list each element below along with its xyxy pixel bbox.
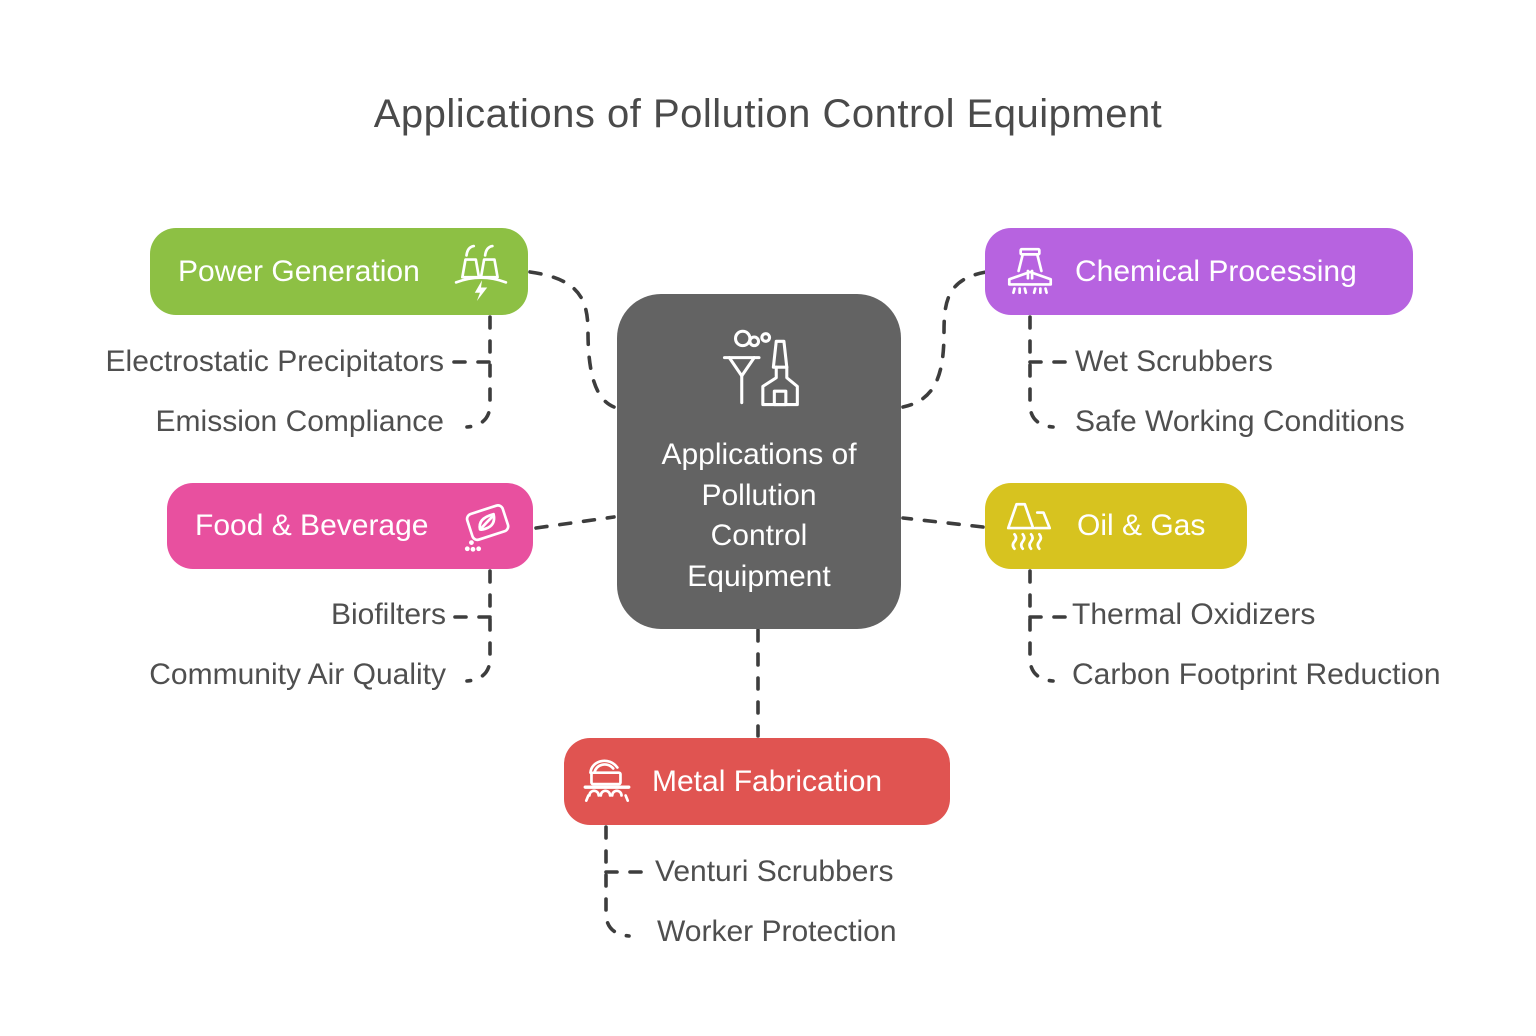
link-chem-children [1028,315,1055,429]
link-chem-center [901,270,988,409]
branch-food-beverage-label: Food & Beverage [195,509,429,542]
factory-funnel-icon [712,326,806,423]
branch-metal-fabrication[interactable]: Metal Fabrication [564,738,950,825]
branch-oil-gas[interactable]: Oil & Gas [985,483,1247,569]
power-plant-icon [452,243,510,301]
link-food-center [534,515,616,530]
link-power-center [528,270,616,409]
link-power-children [465,315,492,429]
rolling-mill-icon [578,753,636,811]
center-node-label: Applications of Pollution Control Equipm… [661,438,857,593]
subitem-biofilters: Biofilters [330,598,446,631]
link-oil-center [901,516,985,529]
page-title: Applications of Pollution Control Equipm… [373,92,1163,136]
subitem-electrostatic-precipitators: Electrostatic Precipitators [105,345,444,378]
center-node[interactable]: Applications of Pollution Control Equipm… [617,294,901,629]
subitem-wet-scrubbers: Wet Scrubbers [1075,345,1273,378]
subitem-safe-working-conditions: Safe Working Conditions [1075,405,1405,438]
seed-packet-icon [459,497,517,555]
link-metal-children [604,825,631,938]
subitem-carbon-footprint-reduction: Carbon Footprint Reduction [1072,658,1441,691]
cooling-towers-icon [1001,497,1059,555]
branch-chemical-processing-label: Chemical Processing [1075,254,1357,288]
subitem-community-air-quality: Community Air Quality [149,658,446,691]
link-food-children [465,569,492,683]
subitem-worker-protection: Worker Protection [657,915,897,948]
link-oil-children [1028,569,1055,683]
subitem-thermal-oxidizers: Thermal Oxidizers [1072,598,1316,631]
scrubber-tower-icon [1001,243,1059,301]
branch-metal-fabrication-label: Metal Fabrication [652,764,883,798]
subitem-venturi-scrubbers: Venturi Scrubbers [655,855,894,888]
branch-chemical-processing[interactable]: Chemical Processing [985,228,1413,315]
branch-food-beverage[interactable]: Food & Beverage [167,483,533,569]
branch-oil-gas-label: Oil & Gas [1077,509,1206,542]
branch-power-generation[interactable]: Power Generation [150,228,528,315]
branch-power-generation-label: Power Generation [178,254,420,288]
subitem-emission-compliance: Emission Compliance [155,405,444,438]
